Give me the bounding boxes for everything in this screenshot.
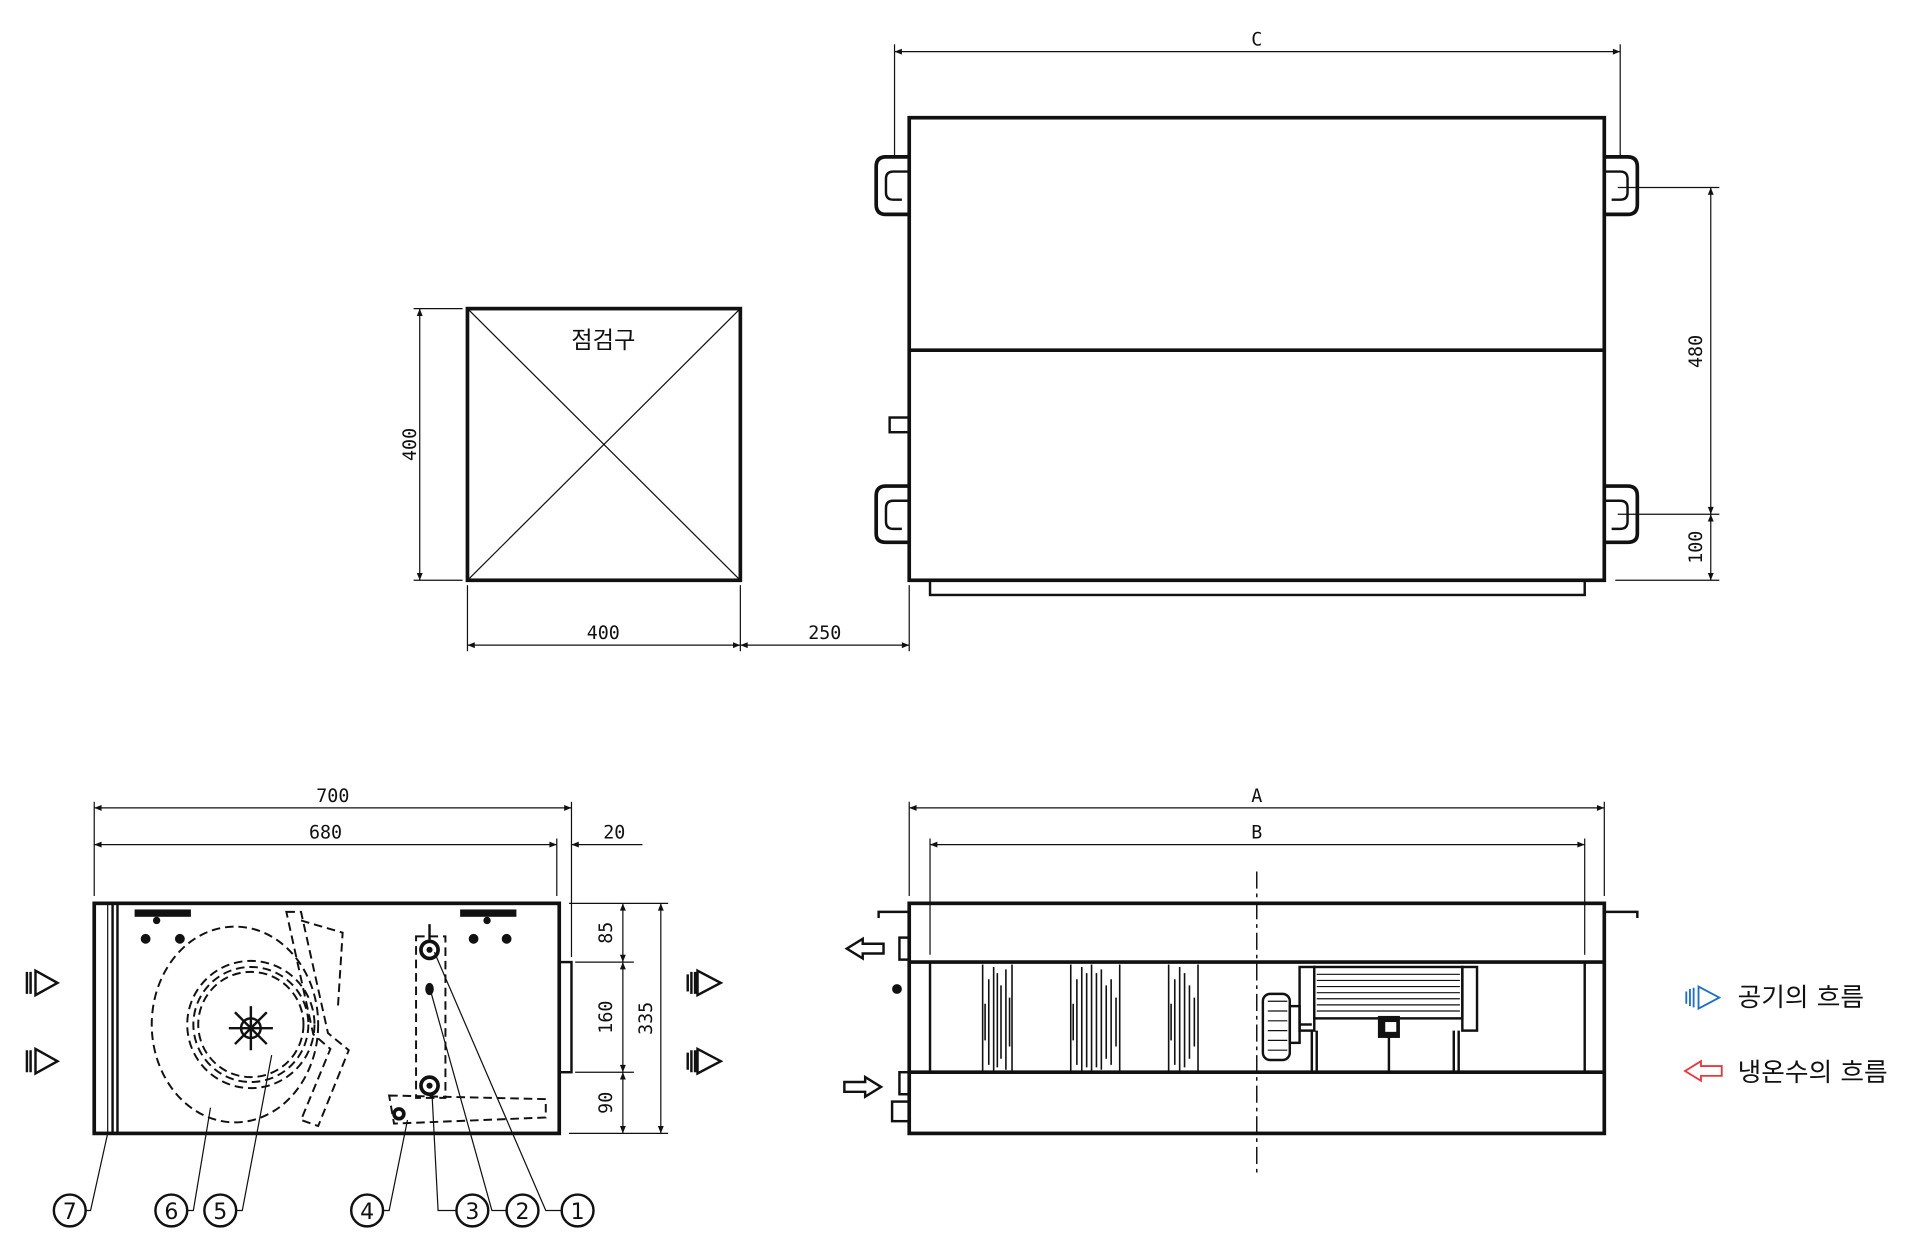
- dim-mid-section: 160: [596, 1001, 617, 1034]
- air-flow-arrow: [25, 968, 724, 1076]
- callout-2: 2: [505, 1193, 540, 1228]
- dim-a: A: [1251, 786, 1262, 807]
- inspection-opening-view: 점검구 400 400 250: [400, 306, 910, 652]
- svg-text:4: 4: [360, 1200, 374, 1225]
- dim-total-height: 335: [636, 1002, 657, 1035]
- top-view: C 480 100: [874, 30, 1720, 597]
- callout-3: 3: [455, 1193, 490, 1228]
- svg-text:5: 5: [213, 1200, 227, 1225]
- dim-top-section: 85: [596, 922, 617, 944]
- inspection-opening-label: 점검구: [571, 327, 635, 354]
- dim-hanger-offset: 100: [1686, 531, 1707, 564]
- dim-inspection-height: 400: [400, 428, 421, 461]
- callout-4: 4: [349, 1193, 385, 1228]
- dim-total-width: 700: [316, 786, 349, 807]
- dim-body-width: 680: [309, 822, 342, 843]
- callout-5: 5: [203, 1193, 238, 1228]
- dim-hanger-span: 480: [1686, 335, 1707, 368]
- side-section-view: 700 680 20 85 160 90 335 7: [25, 786, 724, 1228]
- coil-fins: [981, 964, 1199, 1073]
- dim-length-c: C: [1251, 30, 1262, 51]
- callout-6: 6: [154, 1193, 189, 1228]
- callout-7: 7: [52, 1193, 87, 1228]
- svg-text:2: 2: [516, 1200, 530, 1225]
- callout-1: 1: [560, 1193, 595, 1228]
- fan-motor: [1261, 992, 1312, 1062]
- callouts: 7 6 5 4 3 2 1: [52, 952, 595, 1228]
- dim-inspection-gap: 250: [808, 623, 841, 644]
- legend-water-flow: 냉온수의 흐름: [1738, 1058, 1888, 1088]
- svg-text:6: 6: [164, 1200, 178, 1225]
- blower-housing: [1298, 965, 1479, 1073]
- legend-air-flow: 공기의 흐름: [1738, 983, 1864, 1013]
- dim-bottom-section: 90: [596, 1092, 617, 1114]
- coil-and-valves: [387, 924, 547, 1125]
- legend: 공기의 흐름 냉온수의 흐름: [1683, 983, 1888, 1088]
- svg-text:3: 3: [465, 1200, 479, 1225]
- dim-b: B: [1251, 822, 1262, 843]
- fan-scroll: [150, 910, 350, 1128]
- svg-text:1: 1: [571, 1200, 585, 1225]
- air-flow-legend-icon: [1685, 985, 1722, 1011]
- dim-protrusion: 20: [603, 822, 625, 843]
- svg-text:7: 7: [63, 1200, 77, 1225]
- front-view: A B: [843, 786, 1639, 1176]
- dim-inspection-width: 400: [587, 623, 620, 644]
- water-flow-legend-icon: [1683, 1059, 1723, 1083]
